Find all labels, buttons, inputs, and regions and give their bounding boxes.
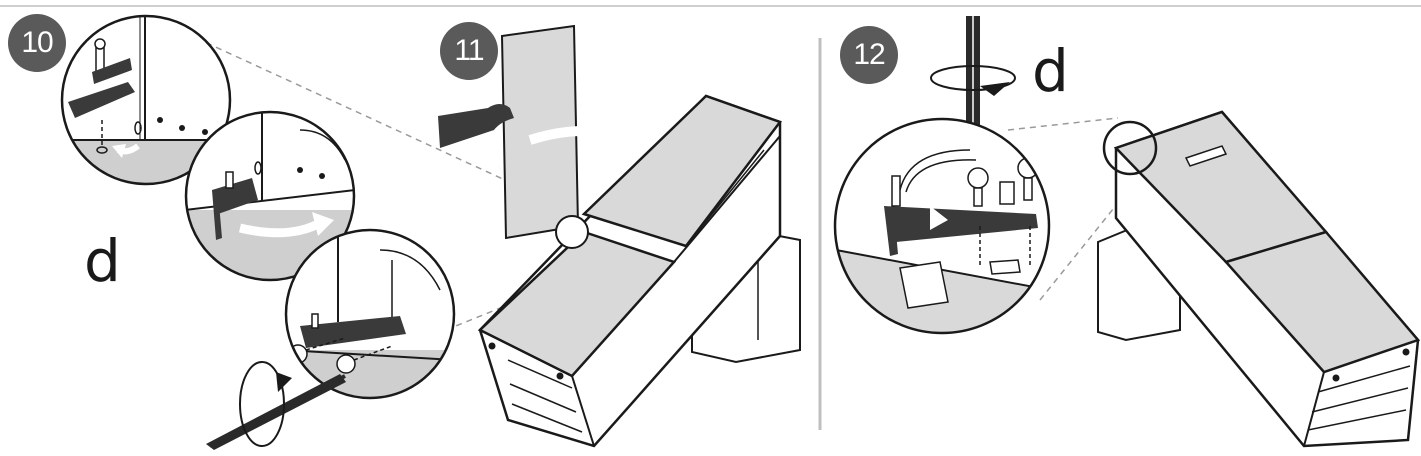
step-11-illustration — [438, 24, 801, 448]
rotation-arrow-icon — [930, 65, 1016, 96]
step-12-illustration — [833, 16, 1421, 448]
detail-circle-hinge-top — [60, 14, 232, 186]
screw-icon — [336, 354, 356, 374]
rotation-arrow-icon — [239, 361, 292, 447]
detail-circle-screws — [284, 228, 456, 400]
leader-line — [1039, 177, 1139, 301]
hinge-bracket-icon — [68, 82, 135, 118]
step-10-label: d — [84, 227, 121, 295]
leader-line — [1007, 117, 1119, 131]
step-10-illustration — [60, 14, 521, 450]
step-badge-12: 12 — [840, 26, 898, 84]
screwdriver-icon — [206, 374, 346, 450]
swing-arrow-icon — [528, 126, 653, 155]
step-number: 12 — [853, 38, 885, 71]
detail-circle-top-hinge — [833, 117, 1051, 335]
step-12-label: d — [1032, 37, 1069, 105]
screw-icon — [967, 167, 989, 207]
leader-line — [195, 37, 506, 181]
step-badge-11: 11 — [440, 22, 498, 80]
step-number: 10 — [21, 26, 53, 59]
fridge-lower-door — [1223, 230, 1421, 374]
step-badge-10: 10 — [8, 14, 66, 72]
hand-icon — [438, 104, 514, 148]
fridge-upper-door — [581, 94, 783, 248]
step-number: 11 — [454, 34, 484, 67]
